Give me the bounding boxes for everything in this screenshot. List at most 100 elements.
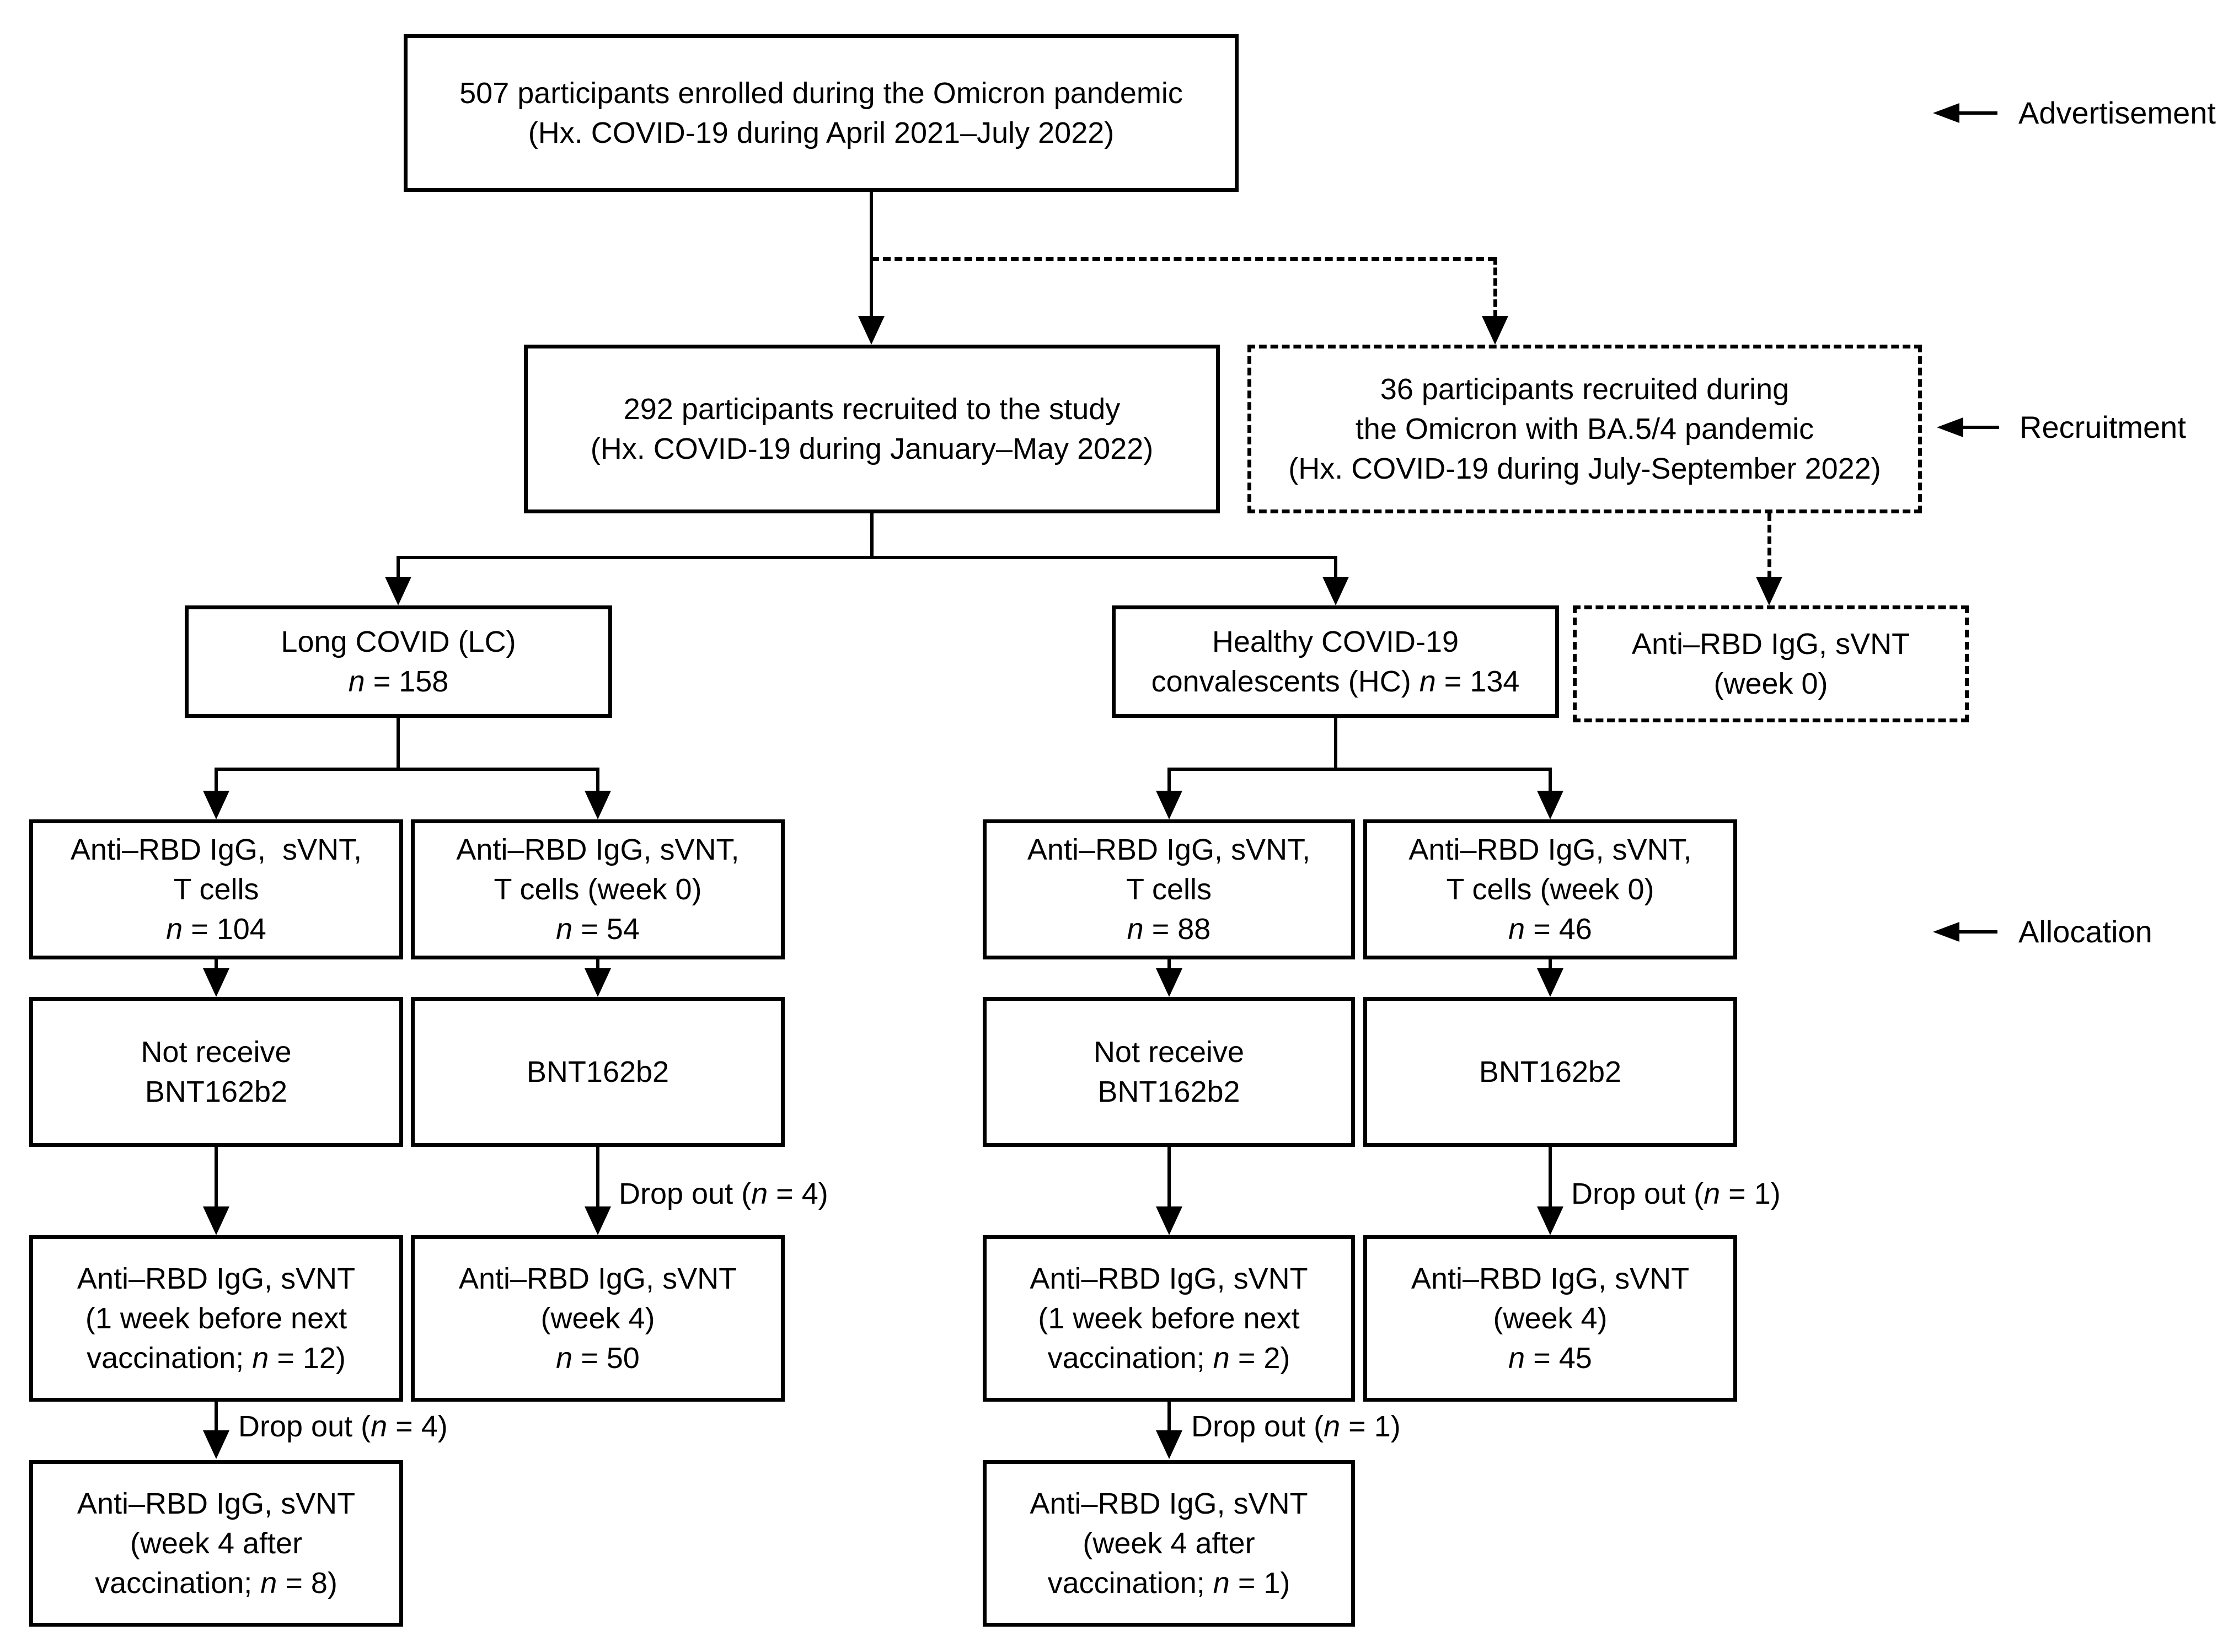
- node-hc-bnt162b2: BNT162b2: [1363, 997, 1737, 1147]
- node-lc-novax-allocation: Anti–RBD IgG, sVNT, T cells n = 104: [29, 819, 403, 959]
- lc-split-stem: [397, 718, 400, 769]
- node-hc-novax-assessment: Anti–RBD IgG, sVNT (1 week before next v…: [983, 1235, 1355, 1402]
- node-line: (1 week before next: [85, 1302, 347, 1335]
- arrow-txD-as-line: [1549, 1147, 1552, 1209]
- arrow-to-hc-head: [1322, 577, 1349, 605]
- node-lc-bnt-allocation: Anti–RBD IgG, sVNT, T cells (week 0) n =…: [411, 819, 785, 959]
- node-line: n = 45: [1508, 1342, 1592, 1375]
- arrow-allocA-tx-line: [215, 959, 218, 970]
- arrow-txB-as-head: [585, 1206, 611, 1235]
- node-lc-bnt-week4: Anti–RBD IgG, sVNT (week 4) n = 50: [411, 1235, 785, 1402]
- dashed-arrow-to-week0-line: [1767, 513, 1771, 578]
- stage-label-recruitment: Recruitment: [2020, 410, 2186, 444]
- node-line: vaccination; n = 2): [1047, 1342, 1290, 1375]
- node-enrolled: 507 participants enrolled during the Omi…: [404, 34, 1239, 192]
- arrow-asC-fin-line: [1167, 1402, 1171, 1434]
- node-line: BNT162b2: [1479, 1055, 1622, 1088]
- recruitment-arrow-shaft: [1962, 426, 1999, 429]
- node-line: Healthy COVID-19: [1212, 625, 1459, 658]
- node-line: Anti–RBD IgG, sVNT,: [70, 833, 362, 866]
- arrow-to-lc-novax-head: [203, 791, 229, 819]
- node-line: vaccination; n = 1): [1047, 1567, 1290, 1600]
- allocation-arrow-shaft: [1958, 930, 1997, 934]
- node-line: Long COVID (LC): [281, 625, 516, 658]
- node-line: Anti–RBD IgG, sVNT: [77, 1262, 356, 1295]
- node-line: BNT162b2: [144, 1075, 288, 1108]
- node-line: vaccination; n = 8): [95, 1567, 338, 1600]
- node-line: (week 0): [1713, 667, 1828, 700]
- arrow-allocD-tx-line: [1549, 959, 1552, 970]
- node-line: (Hx. COVID-19 during January–May 2022): [590, 432, 1154, 465]
- arrow-to-lc-bnt-head: [585, 791, 611, 819]
- node-line: (week 4): [540, 1302, 655, 1335]
- node-line: Not receive: [141, 1036, 292, 1069]
- arrow-to-lc-novax-line: [215, 768, 218, 793]
- node-line: T cells: [1126, 873, 1212, 906]
- node-line: convalescents (HC) n = 134: [1151, 665, 1520, 698]
- node-line: (week 4): [1493, 1302, 1608, 1335]
- node-line: n = 50: [556, 1342, 640, 1375]
- node-line: n = 46: [1508, 913, 1592, 946]
- node-line: Anti–RBD IgG, sVNT: [77, 1487, 356, 1520]
- node-line: Anti–RBD IgG, sVNT: [1631, 627, 1910, 661]
- arrow-allocC-tx-line: [1167, 959, 1171, 970]
- dashed-branch-vertical: [1493, 257, 1497, 318]
- node-line: (week 4 after: [130, 1527, 303, 1560]
- arrow-txC-as-head: [1156, 1206, 1182, 1235]
- arrow-txA-as-head: [203, 1206, 229, 1235]
- node-line: T cells (week 0): [494, 873, 702, 906]
- dashed-branch-head: [1482, 316, 1508, 345]
- node-hc-bnt-week4: Anti–RBD IgG, sVNT (week 4) n = 45: [1363, 1235, 1737, 1402]
- node-line: Anti–RBD IgG, sVNT,: [456, 833, 740, 866]
- node-line: n = 88: [1127, 913, 1211, 946]
- allocation-arrow-head: [1933, 922, 1959, 942]
- node-line: T cells: [173, 873, 259, 906]
- node-line: (week 4 after: [1083, 1527, 1255, 1560]
- node-line: Anti–RBD IgG, sVNT: [1030, 1487, 1308, 1520]
- node-line: Not receive: [1093, 1036, 1245, 1069]
- recruit-split-stem: [870, 513, 874, 557]
- node-line: BNT162b2: [526, 1055, 669, 1088]
- node-hc-novax-allocation: Anti–RBD IgG, sVNT, T cells n = 88: [983, 819, 1355, 959]
- arrow-txD-as-head: [1537, 1206, 1563, 1235]
- node-line: 292 participants recruited to the study: [623, 393, 1121, 426]
- node-hc-week4-after-vaccination: Anti–RBD IgG, sVNT (week 4 after vaccina…: [983, 1460, 1355, 1627]
- lc-split-bar: [215, 768, 599, 771]
- node-line: 507 participants enrolled during the Omi…: [459, 77, 1183, 110]
- hc-split-stem: [1334, 718, 1337, 769]
- node-line: n = 104: [166, 913, 266, 946]
- advertisement-arrow-shaft: [1958, 111, 1997, 115]
- dropout-label-lc-novax: Drop out (n = 4): [238, 1410, 448, 1443]
- arrow-txB-as-line: [596, 1147, 599, 1209]
- arrow-asA-fin-line: [215, 1402, 218, 1434]
- node-recruited-36-ba54: 36 participants recruited during the Omi…: [1247, 345, 1922, 513]
- recruit-split-bar: [397, 556, 1337, 559]
- stage-label-advertisement: Advertisement: [2018, 95, 2216, 130]
- node-line: n = 54: [556, 913, 640, 946]
- dropout-label-lc-bnt: Drop out (n = 4): [619, 1177, 828, 1210]
- node-line: the Omicron with BA.5/4 pandemic: [1355, 412, 1814, 446]
- node-hc-not-receive-bnt: Not receive BNT162b2: [983, 997, 1355, 1147]
- arrow-to-hc-bnt-line: [1549, 768, 1552, 793]
- arrow-allocC-tx-head: [1156, 968, 1182, 997]
- arrow-allocA-tx-head: [203, 968, 229, 997]
- arrow-txC-as-line: [1167, 1147, 1171, 1209]
- node-week0-assay: Anti–RBD IgG, sVNT (week 0): [1573, 605, 1969, 722]
- node-line: BNT162b2: [1097, 1075, 1240, 1108]
- arrow-to-hc-bnt-head: [1537, 791, 1563, 819]
- arrow-allocB-tx-line: [596, 959, 599, 970]
- arrow-asA-fin-head: [203, 1430, 229, 1459]
- node-long-covid: Long COVID (LC) n = 158: [185, 605, 612, 718]
- node-line: Anti–RBD IgG, sVNT: [1030, 1262, 1308, 1295]
- arrow-allocB-tx-head: [585, 968, 611, 997]
- node-line: Anti–RBD IgG, sVNT,: [1027, 833, 1311, 866]
- arrow-to-lc-line: [397, 556, 400, 579]
- arrow-to-hc-line: [1334, 556, 1337, 579]
- recruitment-arrow-head: [1937, 417, 1963, 437]
- node-line: T cells (week 0): [1446, 873, 1654, 906]
- node-line: (Hx. COVID-19 during April 2021–July 202…: [528, 116, 1115, 149]
- node-line: (1 week before next: [1038, 1302, 1300, 1335]
- dropout-label-hc-novax: Drop out (n = 1): [1191, 1410, 1401, 1443]
- arrow-to-lc-head: [385, 577, 411, 605]
